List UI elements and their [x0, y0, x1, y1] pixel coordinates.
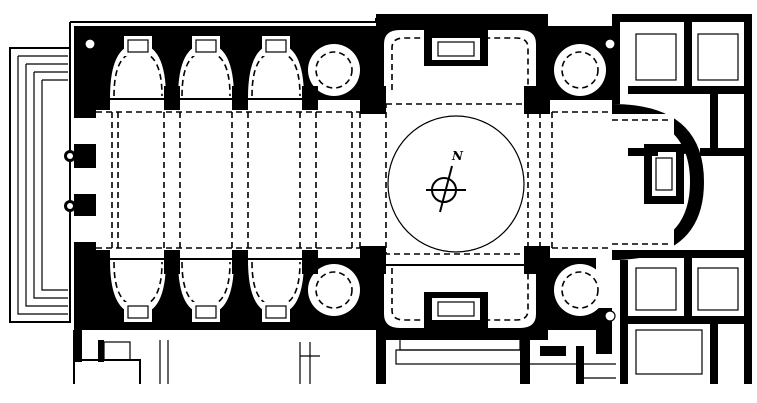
north-compass: N: [426, 149, 466, 213]
lower-annex: [73, 330, 616, 384]
corner-rotundas: [308, 44, 606, 316]
north-chapels: [110, 36, 304, 98]
central-dome: [385, 103, 529, 255]
south-chapels: [110, 260, 304, 322]
nave-piers: [96, 86, 550, 274]
adjacent-rooms: [612, 14, 752, 384]
nave-floor: [96, 92, 612, 264]
nave-vault-lines: [96, 111, 612, 249]
transept-bays: [384, 30, 536, 328]
west-doors: [64, 118, 96, 242]
corner-details: [84, 38, 616, 322]
apse: [612, 104, 704, 260]
north-label: N: [451, 149, 464, 163]
